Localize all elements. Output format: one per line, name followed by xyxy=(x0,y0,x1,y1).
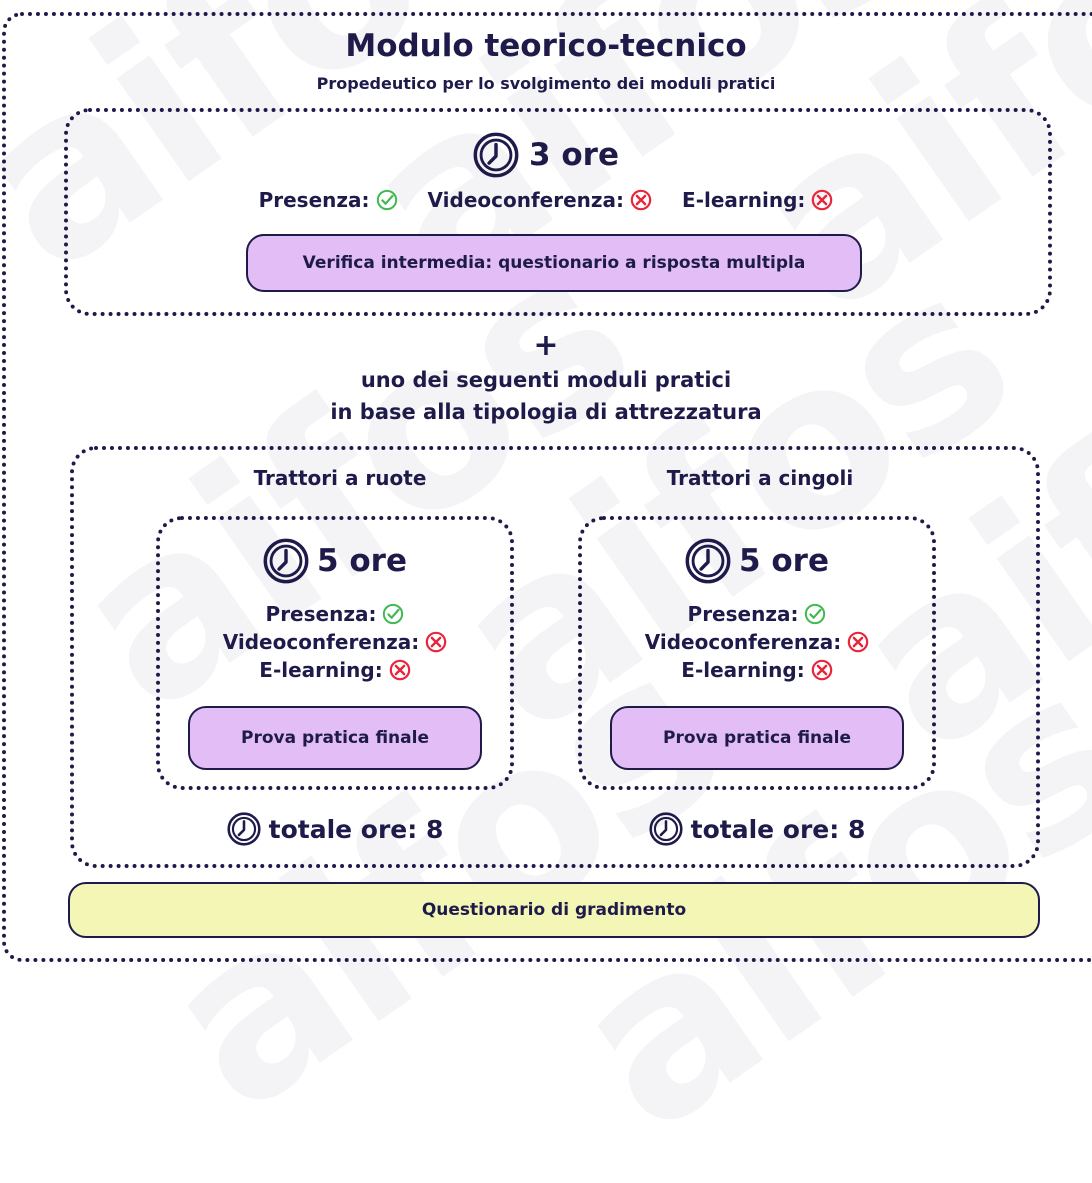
videoconferenza-label: Videoconferenza: xyxy=(427,188,625,212)
cross-circle-icon xyxy=(389,659,411,681)
theory-box xyxy=(64,108,1052,316)
practical-title-ruote: Trattori a ruote xyxy=(253,466,427,490)
theory-hours: 3 ore xyxy=(0,132,1092,178)
connector-line-1: uno dei seguenti moduli pratici xyxy=(360,368,732,392)
presenza-label: Presenza: xyxy=(258,188,370,212)
check-circle-icon xyxy=(376,189,398,211)
presenza-label: Presenza: xyxy=(687,602,799,626)
page-subtitle: Propedeutico per lo svolgimento dei modu… xyxy=(316,74,776,93)
gradimento-pill: Questionario di gradimento xyxy=(68,882,1040,938)
cross-circle-icon xyxy=(811,659,833,681)
elearning-label: E-learning: xyxy=(682,188,806,212)
clock-icon xyxy=(473,132,519,178)
practical-box xyxy=(70,446,1040,868)
practical-title-cingoli: Trattori a cingoli xyxy=(666,466,854,490)
clock-icon xyxy=(649,812,683,846)
elearning-label: E-learning: xyxy=(681,658,805,682)
page-title: Modulo teorico-tecnico xyxy=(345,28,747,64)
presenza-label: Presenza: xyxy=(265,602,377,626)
total-hours-label: totale ore: 8 xyxy=(690,814,866,844)
check-circle-icon xyxy=(804,603,826,625)
practical-hours-cingoli: 5 ore xyxy=(578,538,936,584)
theory-hours-label: 3 ore xyxy=(529,137,619,173)
practical-hours-label: 5 ore xyxy=(317,543,407,579)
practical-hours-ruote: 5 ore xyxy=(156,538,514,584)
check-circle-icon xyxy=(382,603,404,625)
elearning-item: E-learning: xyxy=(259,656,410,684)
videoconferenza-item: Videoconferenza: xyxy=(645,628,870,656)
prova-pratica-pill-cingoli: Prova pratica finale xyxy=(610,706,904,770)
plus-sign: + xyxy=(533,328,559,363)
clock-icon xyxy=(263,538,309,584)
presenza-item: Presenza: xyxy=(266,600,405,628)
elearning-item: E-learning: xyxy=(682,186,833,214)
total-hours-label: totale ore: 8 xyxy=(268,814,444,844)
videoconferenza-item: Videoconferenza: xyxy=(428,186,653,214)
cross-circle-icon xyxy=(630,189,652,211)
videoconferenza-label: Videoconferenza: xyxy=(644,630,842,654)
practical-inner-box-ruote xyxy=(156,516,514,790)
presenza-item: Presenza: xyxy=(688,600,827,628)
theory-modalities: Presenza: Videoconferenza: E-learning: xyxy=(0,186,1092,214)
practical-inner-box-cingoli xyxy=(578,516,936,790)
cross-circle-icon xyxy=(811,189,833,211)
practical-hours-label: 5 ore xyxy=(739,543,829,579)
elearning-item: E-learning: xyxy=(681,656,832,684)
cross-circle-icon xyxy=(847,631,869,653)
verifica-pill: Verifica intermedia: questionario a risp… xyxy=(246,234,862,292)
presenza-item: Presenza: xyxy=(259,186,398,214)
videoconferenza-item: Videoconferenza: xyxy=(223,628,448,656)
practical-modalities-cingoli: Presenza: Videoconferenza: E-learning: xyxy=(578,600,936,684)
prova-pratica-pill-ruote: Prova pratica finale xyxy=(188,706,482,770)
clock-icon xyxy=(685,538,731,584)
elearning-label: E-learning: xyxy=(259,658,383,682)
clock-icon xyxy=(227,812,261,846)
videoconferenza-label: Videoconferenza: xyxy=(222,630,420,654)
total-hours-cingoli: totale ore: 8 xyxy=(578,812,936,846)
practical-modalities-ruote: Presenza: Videoconferenza: E-learning: xyxy=(156,600,514,684)
total-hours-ruote: totale ore: 8 xyxy=(156,812,514,846)
cross-circle-icon xyxy=(425,631,447,653)
connector-line-2: in base alla tipologia di attrezzatura xyxy=(330,400,762,424)
